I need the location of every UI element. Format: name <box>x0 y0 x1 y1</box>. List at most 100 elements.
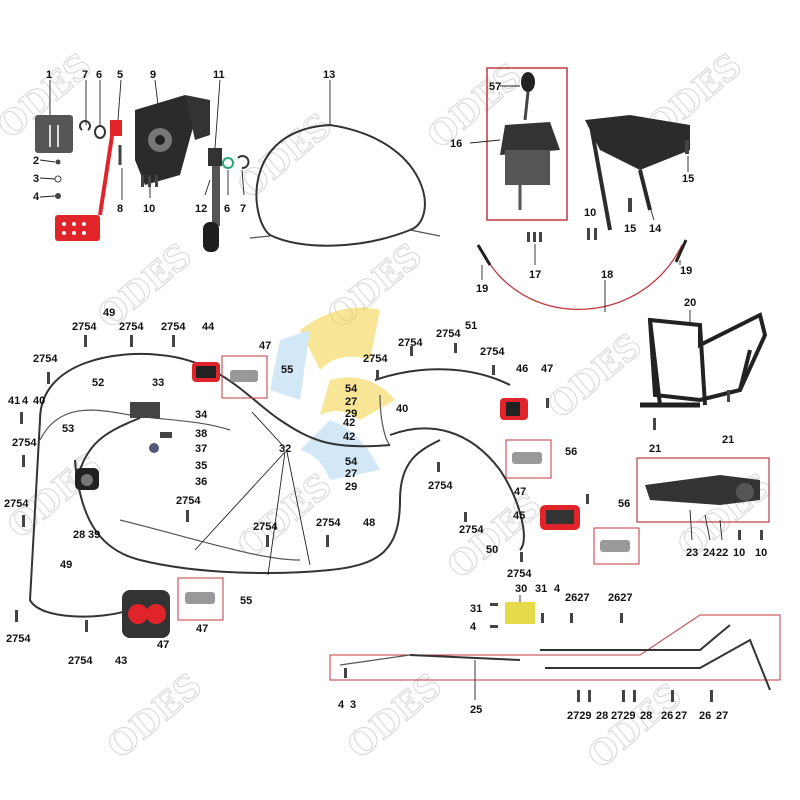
callout: 20 <box>684 297 696 309</box>
callout: 49 <box>103 307 115 319</box>
callout: 2754 <box>253 521 278 533</box>
caliper-43 <box>122 590 170 638</box>
callout: 7 <box>240 203 246 215</box>
pad-55b <box>185 592 215 604</box>
callout: 12 <box>195 203 207 215</box>
callout: 56 <box>618 498 630 510</box>
callout: 2754 <box>398 337 423 349</box>
callout: 27 <box>345 468 357 480</box>
callout: 42 <box>343 431 355 443</box>
pedal-group <box>35 115 122 241</box>
callout: 5 <box>117 69 123 81</box>
master-cylinder <box>203 148 250 252</box>
pedal-pad-icon <box>35 115 73 153</box>
bushing-icon <box>94 125 106 139</box>
callout: 30 <box>515 583 527 595</box>
caliper-46 <box>500 398 528 420</box>
center-logo <box>270 307 395 480</box>
callout: 2754 <box>68 655 93 667</box>
hardware-bolts <box>15 335 713 702</box>
pad-frame-55a <box>221 355 268 399</box>
callout: 19 <box>680 265 692 277</box>
shifter-frame <box>486 67 568 221</box>
brake-hoses-right <box>374 368 525 551</box>
callout: 2754 <box>363 353 388 365</box>
shift-cable <box>476 239 688 311</box>
callout: 8 <box>117 203 123 215</box>
callout: 57 <box>489 81 501 93</box>
callout: 13 <box>323 69 335 81</box>
callout: 53 <box>62 423 74 435</box>
callout: 10 <box>733 547 745 559</box>
callout: 27 <box>716 710 728 722</box>
callout: 2 <box>33 155 39 167</box>
caliper-45 <box>540 505 580 530</box>
pedal-arm-icon <box>98 135 114 216</box>
callout: 10 <box>755 547 767 559</box>
callout: 34 <box>195 409 208 421</box>
clip-icon <box>79 120 91 131</box>
callout: 23 <box>686 547 698 559</box>
callout: 50 <box>486 544 498 556</box>
callout: 9 <box>150 69 156 81</box>
callout: 3 <box>350 699 356 711</box>
callout: 2754 <box>459 524 484 536</box>
callout: 4 <box>33 191 40 203</box>
callout: 27 <box>345 396 357 408</box>
pad-slot-icon <box>49 125 59 147</box>
bracket-9 <box>135 95 210 187</box>
washer-icon <box>54 175 62 183</box>
callout: 36 <box>195 476 207 488</box>
callout: 2729 <box>611 710 635 722</box>
brake-pedal-icon <box>55 215 100 241</box>
callout: 2754 <box>6 633 31 645</box>
callout: 47 <box>514 486 526 498</box>
callout: 22 <box>716 547 728 559</box>
callout: 25 <box>470 704 482 716</box>
frame-bracket-20 <box>640 312 768 408</box>
callout: 56 <box>565 446 577 458</box>
callout: 46 <box>516 363 528 375</box>
callout: 47 <box>196 623 208 635</box>
callout: 35 <box>195 460 207 472</box>
callout: 4 <box>470 621 477 633</box>
pad-56a <box>512 452 542 464</box>
cover-part <box>645 475 760 505</box>
callout: 47 <box>157 639 169 651</box>
pedal-leads <box>39 79 123 200</box>
callout: 55 <box>240 595 252 607</box>
callout-labels: 1 7 6 5 9 11 13 2 3 4 8 10 12 6 7 57 16 … <box>4 69 767 722</box>
pedal-bracket-icon <box>110 120 122 136</box>
callout: 2754 <box>4 498 29 510</box>
callout: 44 <box>202 321 215 333</box>
callout: 7 <box>82 69 88 81</box>
shifter <box>500 72 560 210</box>
callout: 10 <box>584 207 596 219</box>
callout: 49 <box>60 559 72 571</box>
callout: 21 <box>649 443 661 455</box>
callout: 40 <box>396 403 408 415</box>
callout: 29 <box>345 408 357 420</box>
callout: 47 <box>259 340 271 352</box>
callout: 28 <box>73 529 85 541</box>
callout: 42 <box>343 417 355 429</box>
callout: 2729 <box>567 710 591 722</box>
callout: 21 <box>722 434 734 446</box>
callout: 2627 <box>565 592 589 604</box>
callout: 24 <box>703 547 716 559</box>
callout: 4 <box>554 583 561 595</box>
callout: 39 <box>88 529 100 541</box>
throttle-cable <box>249 123 441 247</box>
callout: 2754 <box>436 328 461 340</box>
bolt-icon <box>55 159 61 165</box>
callout: 51 <box>465 320 477 332</box>
callout: 2754 <box>12 437 37 449</box>
watermark-text: ODES <box>100 666 210 767</box>
caliper-44 <box>192 362 220 382</box>
callout: 28 <box>640 710 652 722</box>
callout: 54 <box>345 456 358 468</box>
pad-56b <box>600 540 630 552</box>
callout: 37 <box>195 443 207 455</box>
pad-frame-56b <box>593 527 640 565</box>
